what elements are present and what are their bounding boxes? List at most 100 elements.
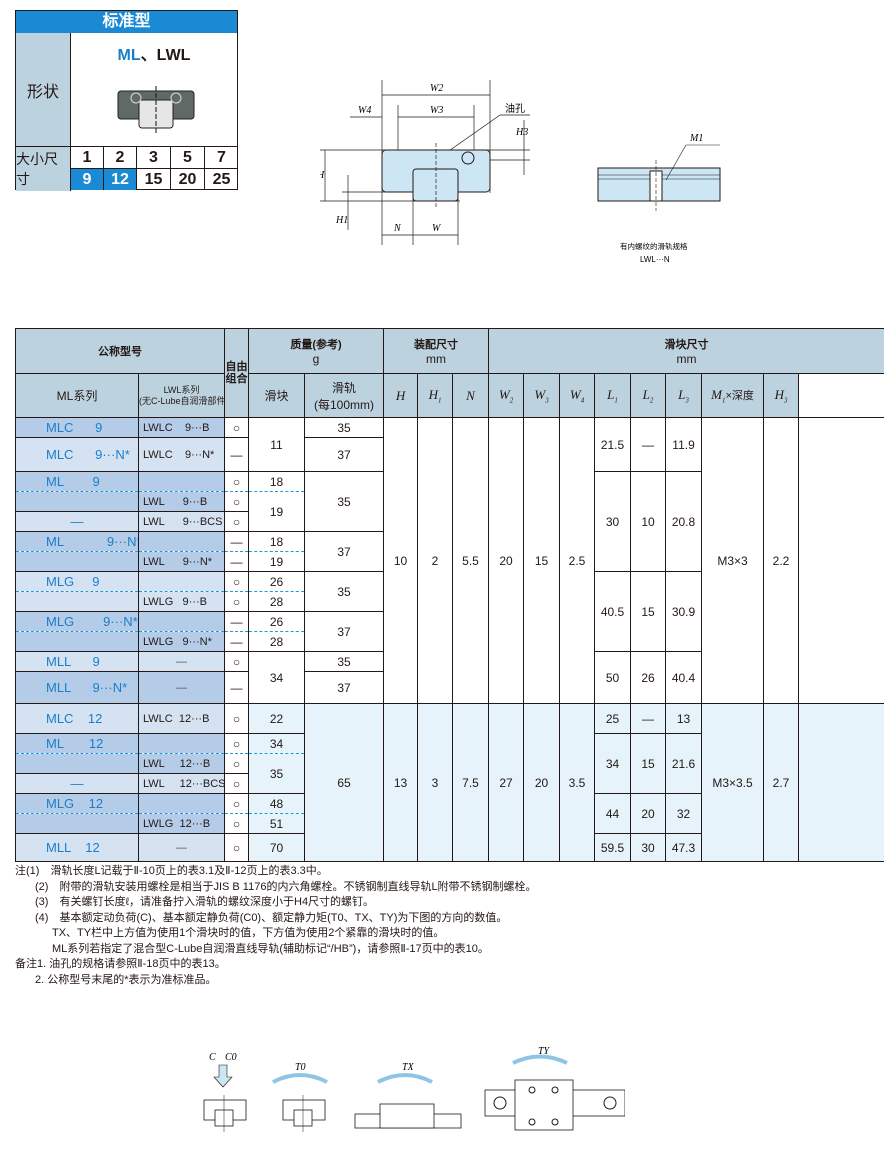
ml-model [15,491,139,512]
header-slider: 滑块 [248,373,305,418]
ml-model [15,753,139,774]
ml-model: MLC 9···N* [15,437,139,472]
lwl-model [138,571,225,592]
table-row: LWL 9···N* — 19 [15,551,884,572]
l3-value: 11.9 [665,417,703,472]
size-20: 20 [170,168,204,190]
header-mass-unit: g [312,352,320,366]
ml-model: MLG 12 [15,793,139,814]
n-symbol: N [466,387,475,403]
remark-1: 备注1. 油孔的规格请参照Ⅱ-18页中的表13。 [15,958,226,970]
free-combination: ○ [224,491,249,512]
free-combination: ○ [224,753,249,774]
ml-model [15,631,139,652]
note-4-cont-1: TX、TY栏中上方值为使用1个滑块时的值，下方值为使用2个紧靠的滑块时的值。 [52,927,445,939]
header-m1-depth: M1×深度 [701,373,765,418]
slider-mass: 35 [248,753,305,794]
h3-value: 2.2 [763,417,800,704]
header-h3: H3 [763,373,800,418]
dim-m1: M1 [689,133,703,144]
series-lwl: LWL [156,47,191,64]
w2-sub: 2 [509,396,514,405]
dim-w2: W2 [430,83,443,94]
header-l3: L3 [665,373,703,418]
lwl-model: LWL 9···B [138,491,225,512]
moment-tx-arrow-icon [377,1073,433,1084]
lwl-model: — [138,671,225,704]
l2-value: 15 [630,733,667,794]
header-rail-label: 滑轨 [332,380,357,395]
rail-mass: 35 [303,651,385,672]
free-combination: ○ [224,511,249,532]
l1-value: 25 [594,703,632,734]
header-lwl-label: LWL系列 [163,384,200,395]
rail-mass: 37 [303,531,385,572]
l3-sub: 3 [685,396,689,405]
dim-h1: H1 [335,215,348,226]
size-label: 大小尺寸 [16,146,71,191]
l1-value: 21.5 [594,417,632,472]
free-combination: ○ [224,651,249,672]
slider-mass: 34 [248,733,305,754]
block-cross-section-icon [117,86,195,134]
slider-mass: 48 [248,793,305,814]
free-combination: ○ [224,417,249,438]
header-h1: H1 [417,373,454,418]
l2-value: — [630,417,667,472]
free-combination: ○ [224,703,249,734]
lwl-model [138,471,225,492]
header-lwl-series: LWL系列(无C-Lube自润滑部件) [138,373,225,418]
free-combination: ○ [224,591,249,612]
table-row: LWL 9···B ○ 19 [15,491,884,532]
series-name: ML、LWL [71,41,237,65]
dim-n: N [393,223,402,234]
l3-value: 40.4 [665,651,703,704]
ml-model: MLC 12 [15,703,139,734]
header-mass: 质量(参考)g [247,328,385,374]
table-row: MLG 9···N* — 26 37 [15,611,884,652]
lwl-model: LWLG 12···B [138,813,225,834]
w4-symbol: W [569,386,581,402]
moment-ty-arrow-icon [512,1054,568,1065]
note-4: (4) 基本额定动负荷(C)、基本额定静负荷(C0)、额定静力矩(T0、TX、T… [35,911,508,924]
table-row: MLC 9 LWLC 9···B ○ 11 35 10 2 5.5 20 15 … [15,417,884,704]
header-block-unit: mm [676,352,697,366]
rail-mass: 35 [303,471,385,532]
table-row: LWLG 9···B ○ 28 [15,591,884,612]
lwl-model: LWLG 9···N* [138,631,225,652]
l1-value: 34 [594,733,632,794]
w2-value: 20 [488,417,525,704]
series-ml: ML [117,47,141,64]
l2-value: 20 [630,793,667,834]
lwl-model [138,733,225,754]
header-lwl-note: (无C-Lube自润滑部件) [139,395,225,406]
header-h: H [383,373,419,418]
table-row: ML 12 ○ 34 34 15 21.6 [15,733,884,794]
table-row: — LWL 9···BCS ○ [15,511,884,532]
h3-sub: 3 [783,396,788,405]
m1-symbol: M [711,386,722,402]
h3-symbol: H [774,386,784,402]
slider-mass: 19 [248,491,305,532]
note-2: (2) 附带的滑轨安装用螺栓是相当于JIS B 1176的内六角螺栓。不锈钢制直… [35,880,537,893]
ml-model: MLL 12 [15,833,139,862]
header-l1: L1 [594,373,632,418]
table-row: LWLG 12···B ○ 51 [15,813,884,834]
label-c: C [209,1052,216,1063]
rail-mass: 65 [303,703,385,862]
slider-mass: 28 [248,591,305,612]
slider-mass: 18 [248,471,305,492]
lwl-model: LWL 9···N* [138,551,225,572]
ml-model [15,813,139,834]
slider-mass: 51 [248,813,305,834]
w4-value: 3.5 [559,703,596,862]
shape-label: 形状 [16,33,71,146]
header-ml-series: ML系列 [15,373,139,418]
extra-cell [798,417,884,704]
slider-mass: 18 [248,531,305,552]
ml-model: MLG 9···N* [15,611,139,632]
l1-value: 59.5 [594,833,632,862]
l1-value: 30 [594,471,632,572]
